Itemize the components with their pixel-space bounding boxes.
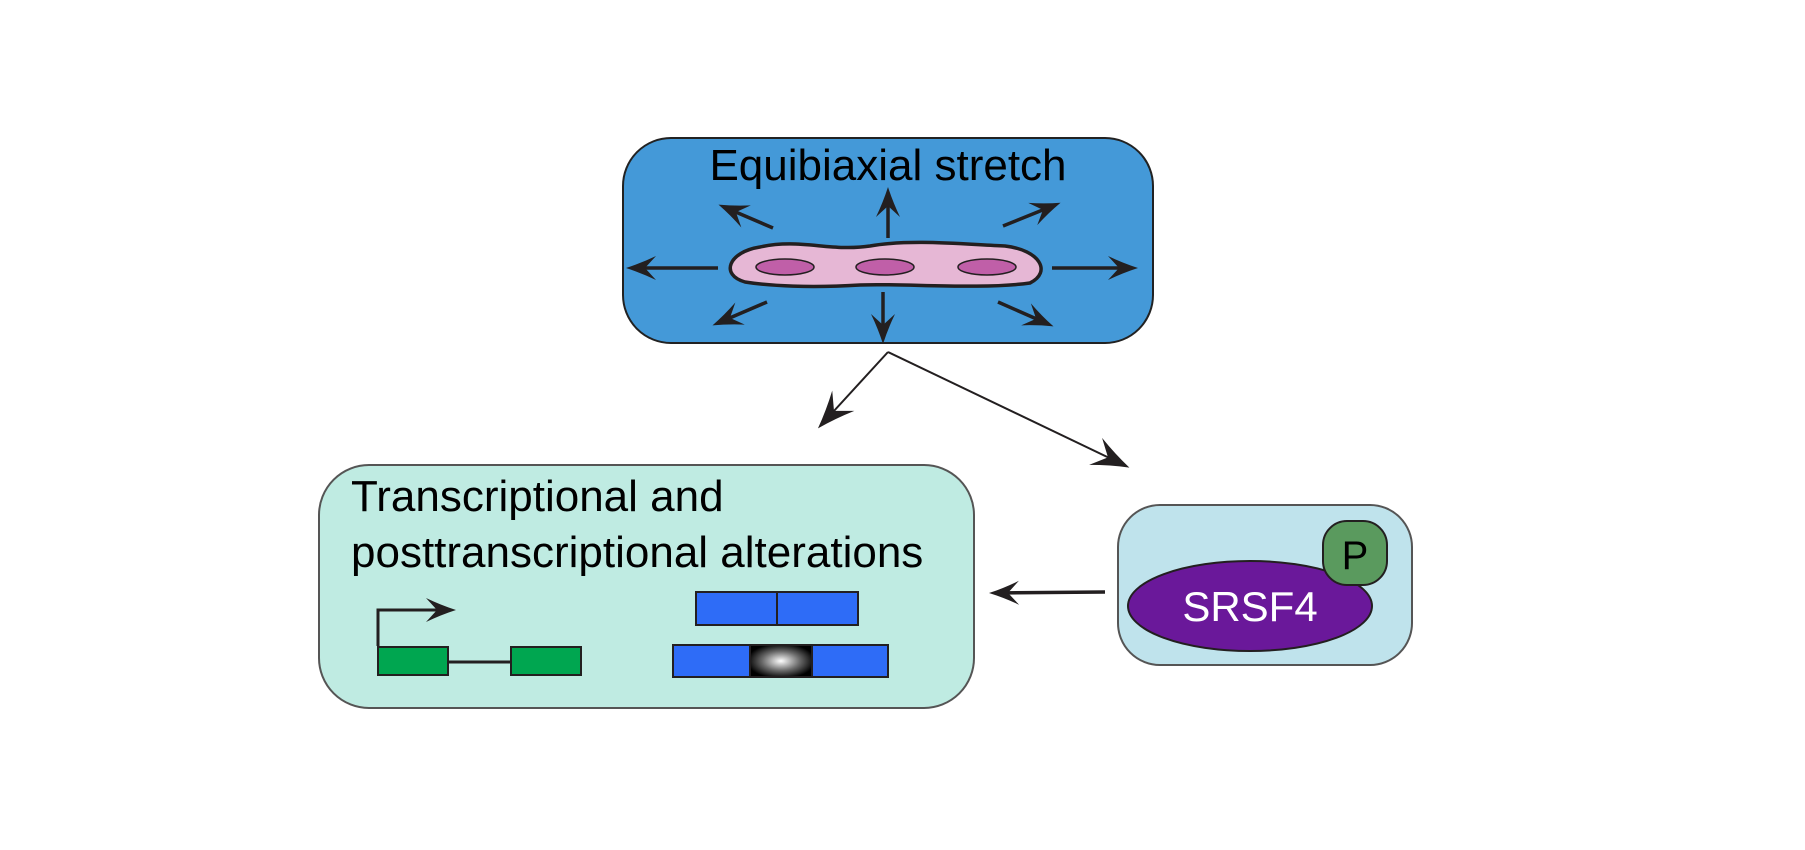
stretch-box: Equibiaxial stretch (622, 137, 1154, 344)
stretch-arrow-left-head (626, 256, 656, 280)
stretch-box-title: Equibiaxial stretch (709, 141, 1066, 190)
stretch-arrow-lower-left-head (712, 302, 745, 326)
transcript-included-exon (749, 644, 813, 678)
alterations-title-line2: posttranscriptional alterations (351, 528, 923, 577)
srsf4-box: SRSF4 P (1117, 504, 1413, 666)
cell-nucleus-2 (855, 258, 915, 276)
alterations-title-line1: Transcriptional and (351, 472, 724, 521)
gene-exon-2 (510, 646, 582, 676)
stretch-arrow-lower-right-head (1021, 303, 1054, 327)
phospho-label: P (1342, 534, 1369, 578)
stretch-box-background (622, 137, 1154, 344)
connector-srsf4-to-alterations-head (989, 580, 1020, 605)
promoter-arrow-head (426, 598, 456, 622)
promoter-line (376, 608, 425, 646)
srsf4-label: SRSF4 (1182, 583, 1317, 630)
alterations-box: Transcriptional and posttranscriptional … (318, 464, 975, 709)
connector-srsf4-to-alterations (994, 590, 1106, 595)
connector-to-alterations-head (817, 390, 855, 429)
transcript-short-exon-1 (695, 591, 778, 626)
splicing-schematic (672, 591, 889, 678)
phospho-group (1322, 520, 1388, 586)
stretch-arrows (626, 187, 1138, 344)
transcript-long-exon-1 (672, 644, 751, 678)
transcript-long-exon-2 (811, 644, 889, 678)
srsf4-protein (1127, 560, 1373, 652)
stretch-arrow-up-head (876, 187, 900, 217)
stretch-arrow-upper-right-head (1028, 202, 1061, 226)
transcript-short-exon-2 (776, 591, 859, 626)
connector-to-srsf4-head (1089, 437, 1130, 468)
gene-exon-1 (377, 646, 449, 676)
stretch-arrow-right-head (1108, 256, 1138, 280)
stretched-cell (728, 240, 1043, 289)
stretch-arrow-upper-left-head (718, 204, 751, 228)
cell-nucleus-1 (755, 258, 815, 276)
stretch-arrow-down-head (871, 314, 895, 344)
gene-schematic (376, 598, 582, 676)
cell-nucleus-3 (957, 258, 1017, 276)
connector-to-srsf4 (887, 351, 1125, 466)
connectors (817, 351, 1130, 605)
